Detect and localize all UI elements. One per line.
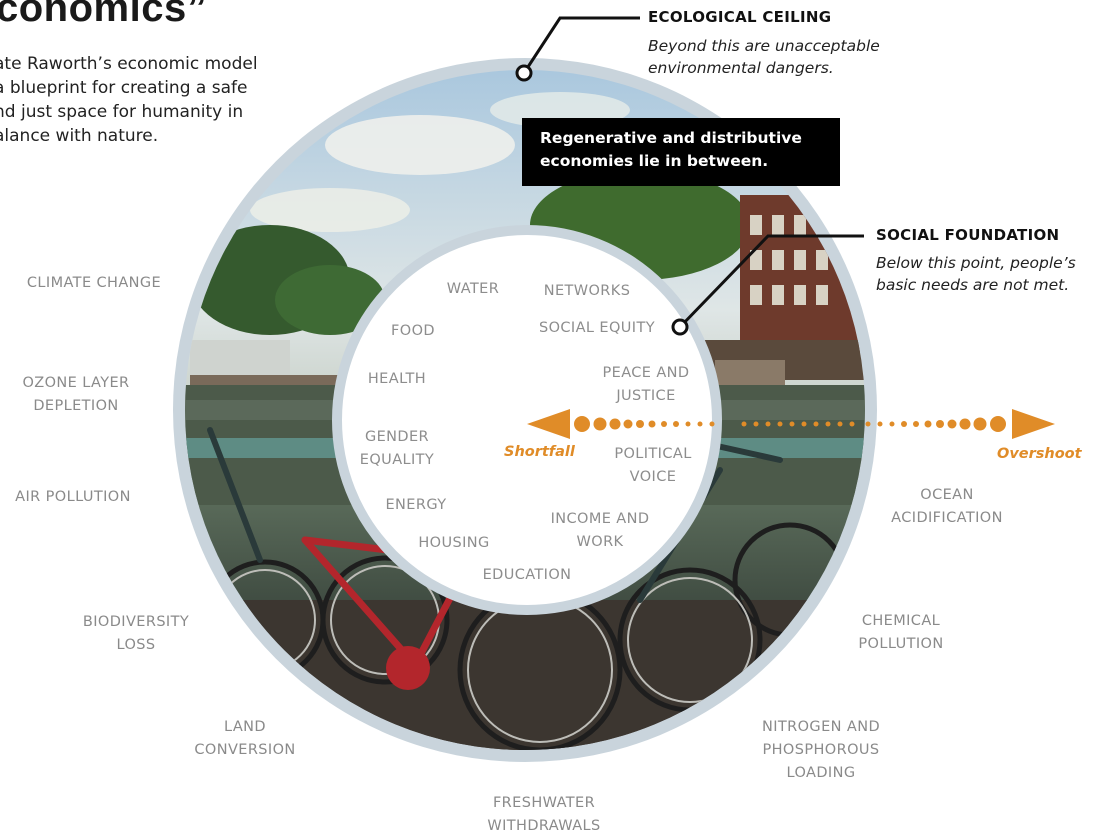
social-foundation-leader-line xyxy=(678,234,864,329)
inner-label-health: HEALTH xyxy=(368,368,426,391)
inner-label-energy: ENERGY xyxy=(385,494,446,517)
label-line: BIODIVERSITY xyxy=(82,614,190,630)
outer-label-ozone: OZONE LAYER DEPLETION xyxy=(22,372,129,418)
outer-label-chemical: CHEMICAL POLLUTION xyxy=(858,610,943,656)
ecological-ceiling-line: environmental dangers. xyxy=(648,59,834,77)
inner-label-income-work: INCOME AND WORK xyxy=(551,508,650,554)
overshoot-arrowhead xyxy=(1012,409,1055,439)
social-foundation-line: Below this point, people’s xyxy=(876,254,1076,272)
inner-label-networks: NETWORKS xyxy=(544,280,631,303)
label-line: DEPLETION xyxy=(33,398,119,414)
label-line: LOADING xyxy=(786,765,856,781)
shortfall-label: Shortfall xyxy=(504,444,575,460)
label-line: WORK xyxy=(576,534,624,550)
outer-label-climate-change: CLIMATE CHANGE xyxy=(27,272,161,295)
label-line: JUSTICE xyxy=(616,388,676,404)
label-line: ENERGY xyxy=(385,497,447,513)
inner-label-housing: HOUSING xyxy=(418,532,489,555)
between-line: economies lie in between. xyxy=(540,152,769,170)
label-line: GENDER xyxy=(364,429,430,445)
intro-line: alance with nature. xyxy=(0,126,159,146)
label-line: CLIMATE CHANGE xyxy=(26,275,162,291)
social-foundation-heading: SOCIAL FOUNDATION xyxy=(876,226,1060,244)
inner-label-social-equity: SOCIAL EQUITY xyxy=(539,317,655,340)
inner-label-water: WATER xyxy=(447,278,499,301)
overshoot-label: Overshoot xyxy=(997,446,1082,462)
label-line: AIR POLLUTION xyxy=(15,489,131,505)
outer-label-land-conversion: LAND CONVERSION xyxy=(194,716,295,762)
intro-line: a blueprint for creating a safe xyxy=(0,78,248,98)
outer-label-ocean: OCEAN ACIDIFICATION xyxy=(891,484,1003,530)
outer-label-air-pollution: AIR POLLUTION xyxy=(15,486,131,509)
label-line: CHEMICAL xyxy=(861,613,941,629)
outer-label-freshwater: FRESHWATER WITHDRAWALS xyxy=(487,792,600,838)
label-line: WITHDRAWALS xyxy=(487,818,601,834)
shortfall-dots xyxy=(574,416,715,432)
inner-label-education: EDUCATION xyxy=(483,564,572,587)
social-foundation-disc xyxy=(332,225,722,615)
intro-line: ate Raworth’s economic model xyxy=(0,54,258,74)
social-foundation-marker xyxy=(671,318,689,336)
shortfall-arrowhead xyxy=(527,409,570,439)
page-title: conomics” xyxy=(0,0,208,30)
outer-label-nitrogen: NITROGEN AND PHOSPHOROUS LOADING xyxy=(762,716,880,785)
label-line: VOICE xyxy=(629,469,677,485)
social-foundation-line: basic needs are not met. xyxy=(876,276,1070,294)
label-line: HEALTH xyxy=(367,371,427,387)
between-box: Regenerative and distributive economies … xyxy=(522,118,840,186)
label-line: LAND xyxy=(224,719,266,735)
ecological-ceiling-marker xyxy=(515,64,533,82)
outer-label-biodiversity: BIODIVERSITY LOSS xyxy=(83,611,189,657)
social-foundation-description: Below this point, people’s basic needs a… xyxy=(876,252,1076,296)
inner-label-food: FOOD xyxy=(391,320,435,343)
inner-label-gender-equality: GENDER EQUALITY xyxy=(360,426,434,472)
intro-line: nd just space for humanity in xyxy=(0,102,244,122)
ecological-ceiling-leader-line xyxy=(522,16,640,74)
overshoot-dots xyxy=(741,416,1006,432)
label-line: FRESHWATER xyxy=(492,795,596,811)
ecological-ceiling-line: Beyond this are unacceptable xyxy=(648,37,880,55)
label-line: SOCIAL EQUITY xyxy=(538,320,656,336)
label-line: OCEAN xyxy=(920,487,974,503)
label-line: EQUALITY xyxy=(359,452,435,468)
intro-text: ate Raworth’s economic model a blueprint… xyxy=(0,52,294,148)
label-line: WATER xyxy=(446,281,500,297)
label-line: LOSS xyxy=(116,637,156,653)
label-line: CONVERSION xyxy=(194,742,296,758)
label-line: FOOD xyxy=(391,323,435,339)
inner-label-political-voice: POLITICAL VOICE xyxy=(614,443,691,489)
ecological-ceiling-description: Beyond this are unacceptable environment… xyxy=(648,35,880,79)
label-line: NETWORKS xyxy=(543,283,631,299)
label-line: HOUSING xyxy=(418,535,490,551)
ecological-ceiling-heading: ECOLOGICAL CEILING xyxy=(648,8,832,26)
label-line: POLITICAL xyxy=(614,446,692,462)
label-line: OZONE LAYER xyxy=(22,375,130,391)
label-line: ACIDIFICATION xyxy=(891,510,1003,526)
between-line: Regenerative and distributive xyxy=(540,129,802,147)
label-line: PHOSPHOROUS xyxy=(762,742,880,758)
label-line: NITROGEN AND xyxy=(761,719,881,735)
label-line: INCOME AND xyxy=(550,511,650,527)
label-line: POLLUTION xyxy=(858,636,944,652)
inner-label-peace-justice: PEACE AND JUSTICE xyxy=(603,362,690,408)
label-line: PEACE AND xyxy=(602,365,690,381)
label-line: EDUCATION xyxy=(482,567,572,583)
